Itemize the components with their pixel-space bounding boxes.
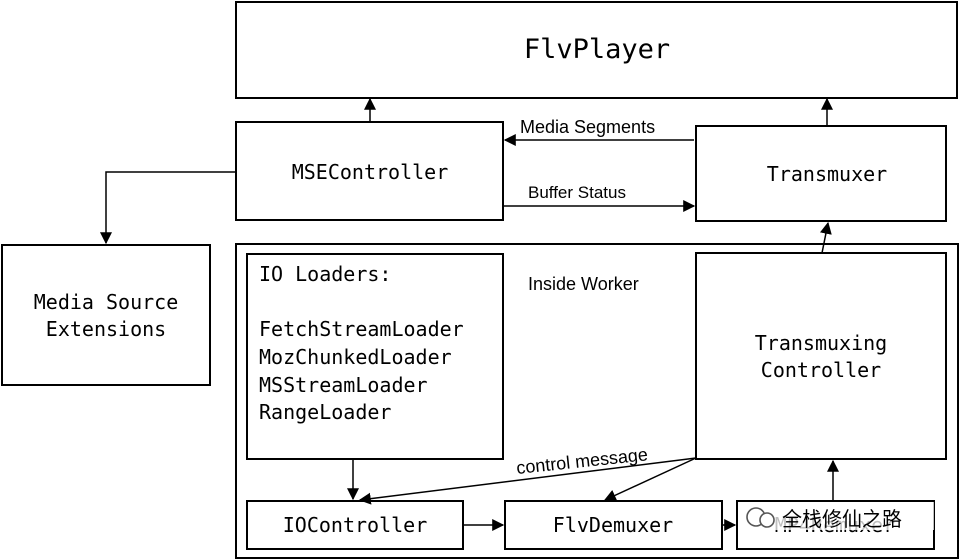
media-source-extensions-node: Media Source Extensions <box>1 244 211 386</box>
io-loaders-heading: IO Loaders: <box>259 262 391 286</box>
mse-label-line-1: Media Source <box>34 290 179 314</box>
io-loader-item: RangeLoader <box>259 400 391 424</box>
buffer-status-label: Buffer Status <box>528 183 626 202</box>
transmuxing-controller-node: Transmuxing Controller <box>695 252 947 460</box>
watermark: 全栈修仙之路 <box>738 502 934 531</box>
iocontroller-node: IOController <box>246 500 464 550</box>
wechat-logo-icon-inner <box>759 512 775 528</box>
arrow-control-message-to-iocontroller <box>358 457 697 505</box>
flvdemuxer-node: FlvDemuxer <box>504 500 723 550</box>
transmuxing-controller-line-2: Controller <box>761 358 881 382</box>
flvplayer-node: FlvPlayer <box>235 1 958 99</box>
io-loader-item: MozChunkedLoader <box>259 345 452 369</box>
transmuxing-controller-line-1: Transmuxing <box>755 331 887 355</box>
flvdemuxer-label: FlvDemuxer <box>553 513 673 537</box>
iocontroller-label: IOController <box>283 513 428 537</box>
transmuxer-label: Transmuxer <box>767 162 887 186</box>
mse-label-line-2: Extensions <box>46 317 166 341</box>
io-loader-item: FetchStreamLoader <box>259 317 464 341</box>
media-segments-label: Media Segments <box>520 117 655 137</box>
msecontroller-label: MSEController <box>292 160 449 184</box>
flvplayer-label: FlvPlayer <box>524 34 670 65</box>
inside-worker-label: Inside Worker <box>528 274 639 294</box>
transmuxer-node: Transmuxer <box>695 125 947 222</box>
arrow-transmuxing-controller-to-transmuxer <box>819 221 832 254</box>
arrow-msecontroller-to-mse <box>100 171 236 245</box>
io-loader-item: MSStreamLoader <box>259 373 428 397</box>
io-loaders-node: IO Loaders: FetchStreamLoader MozChunked… <box>246 253 504 460</box>
msecontroller-node: MSEController <box>235 121 504 221</box>
arrow-transmuxing-controller-to-flvdemuxer <box>603 457 697 501</box>
watermark-text: 全栈修仙之路 <box>782 508 902 531</box>
